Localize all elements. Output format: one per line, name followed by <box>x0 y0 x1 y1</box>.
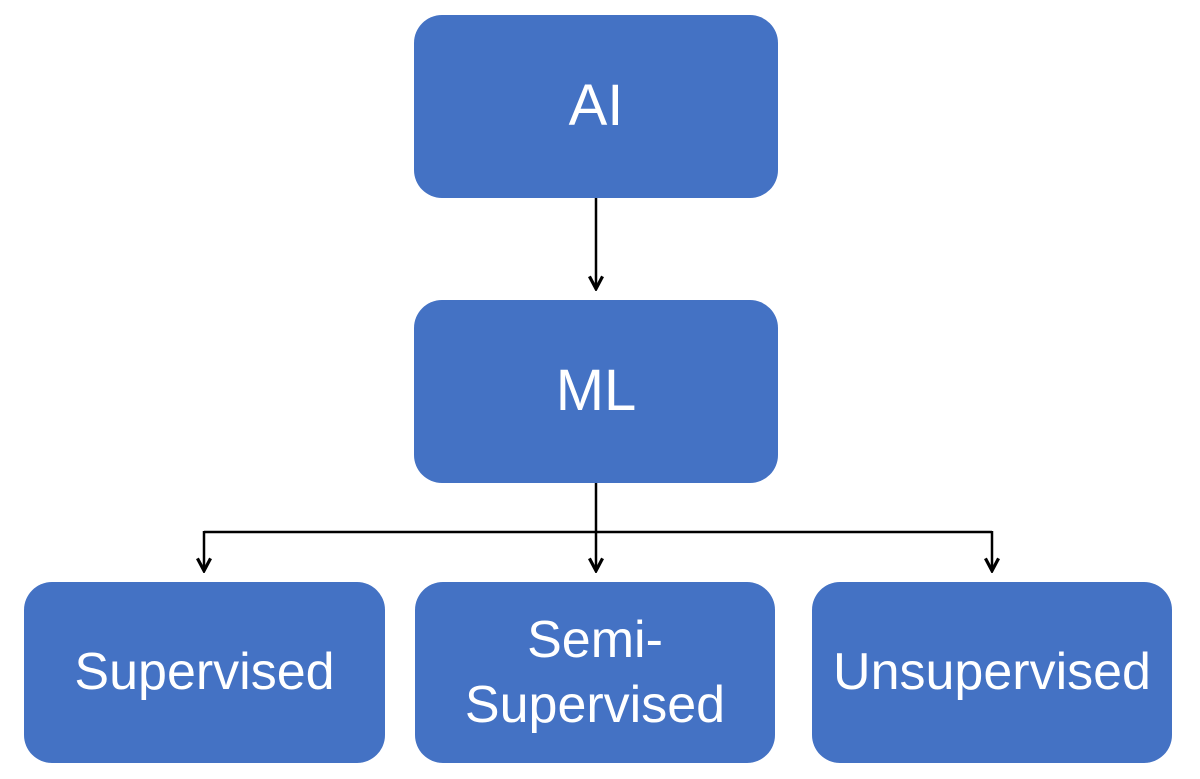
node-unsupervised-label: Unsupervised <box>833 643 1151 701</box>
node-supervised-label: Supervised <box>74 643 335 701</box>
node-supervised: Supervised <box>24 582 385 763</box>
node-ai-label: AI <box>568 73 624 139</box>
node-ai: AI <box>414 15 778 198</box>
node-ml: ML <box>414 300 778 483</box>
node-unsupervised: Unsupervised <box>812 582 1172 763</box>
node-semi-supervised-label: Semi-Supervised <box>464 610 726 734</box>
node-semi-supervised: Semi-Supervised <box>415 582 775 763</box>
node-ml-label: ML <box>555 358 637 424</box>
